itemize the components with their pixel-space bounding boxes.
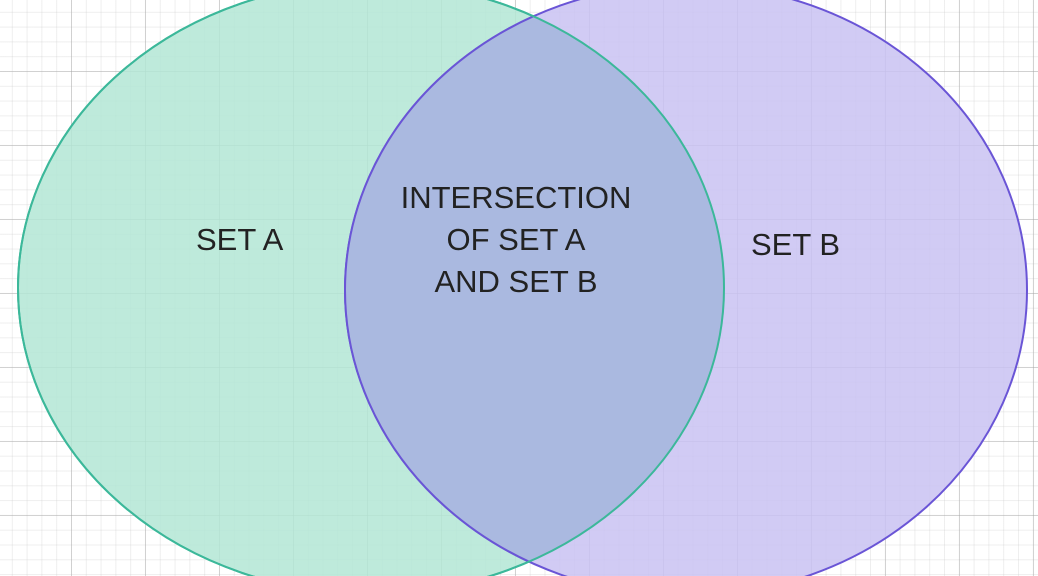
intersection-region xyxy=(344,0,724,576)
set-b-label: SET B xyxy=(751,227,841,262)
intersection-label-line: OF SET A xyxy=(446,222,586,257)
intersection-label-line: INTERSECTION xyxy=(400,180,632,215)
set-a-label: SET A xyxy=(196,222,284,257)
intersection-label-line: AND SET B xyxy=(434,264,598,299)
set-a-outline xyxy=(17,0,725,576)
intersection-label: INTERSECTION OF SET A AND SET B xyxy=(366,177,666,303)
